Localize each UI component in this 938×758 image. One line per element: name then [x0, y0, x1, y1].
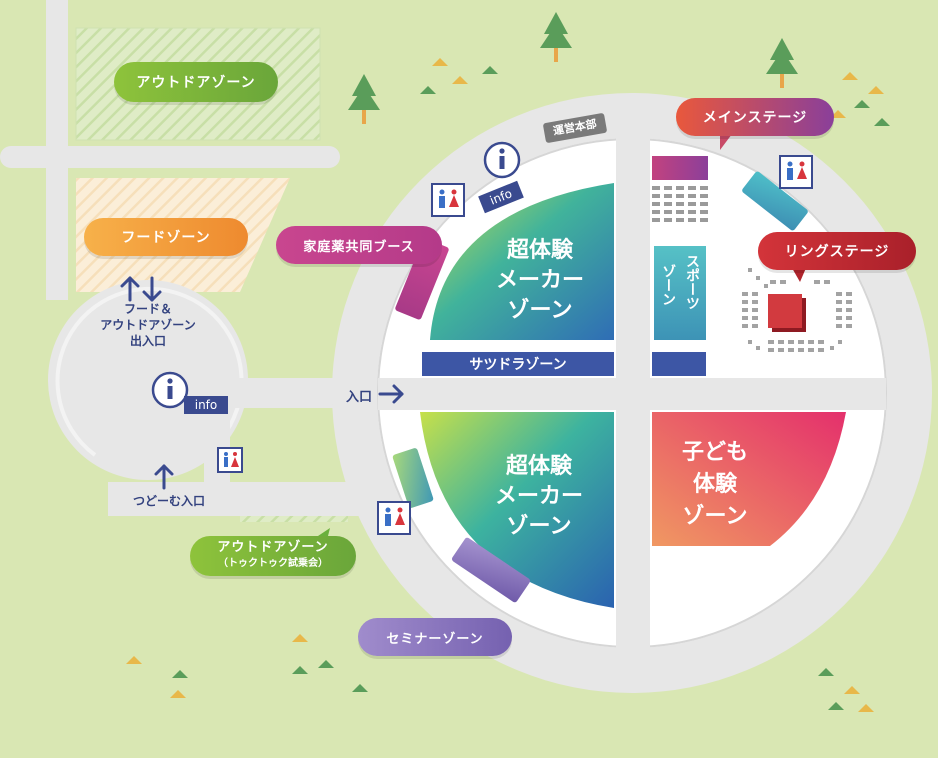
sports-zone-shape [654, 246, 706, 340]
plaza-arc [55, 286, 244, 457]
arrow-up-icon [154, 464, 174, 490]
outdoor-zone-label[interactable]: アウトドアゾーン [114, 62, 278, 102]
food-zone-label[interactable]: フードゾーン [84, 218, 248, 256]
kids-zone-line1[interactable]: 子ども [681, 440, 748, 465]
toilet-icon [217, 447, 243, 473]
toilet-icon [431, 183, 465, 217]
maker-zone-bottom-line1[interactable]: 超体験 [505, 454, 572, 479]
info-tag-left [184, 396, 228, 414]
tree-icon [540, 12, 572, 62]
tsudomu-entrance-label[interactable]: つどーむ入口 [132, 494, 205, 508]
info-tag-left-text[interactable]: info [194, 398, 218, 412]
satsudora-zone-label[interactable]: サツドラゾーン [469, 357, 567, 373]
sports-zone-bar [652, 352, 706, 376]
food-outdoor-exit-line1: フード＆ [123, 302, 172, 316]
seminar-booth-strip [452, 537, 530, 603]
outdoor-test-ride-label[interactable]: アウトドアゾーン （トゥクトゥク試乗会） [190, 536, 356, 576]
seminar-zone-label[interactable]: セミナーゾーン [358, 618, 512, 656]
road-horizontal-top [0, 146, 340, 168]
tree-icon [348, 74, 380, 124]
maker-zone-top-line2[interactable]: メーカー [495, 268, 584, 293]
entrance-label[interactable]: 入口 [346, 390, 373, 405]
info-icon [151, 371, 189, 409]
management-hq-tag [543, 113, 607, 143]
outdoor-test-sub: （トゥクトゥク試乗会） [218, 558, 328, 569]
info-icon [483, 141, 521, 179]
teal-booth-strip-top [742, 171, 808, 231]
kids-zone-line3[interactable]: ゾーン [682, 504, 748, 529]
food-outdoor-exit-line3: 出入口 [129, 334, 166, 348]
dome-aisle-horizontal [378, 378, 886, 410]
maker-zone-top-line1[interactable]: 超体験 [506, 238, 573, 263]
outdoor-test-title: アウトドアゾーン [217, 540, 329, 555]
toilet-icon [779, 155, 813, 189]
road-south-horizontal [108, 482, 368, 516]
kids-zone-shape [652, 412, 846, 546]
ring-stage-seating [742, 268, 852, 352]
satsudora-zone-shape [422, 352, 614, 376]
maker-zone-top-line3[interactable]: ゾーン [507, 298, 573, 323]
sports-zone-col1[interactable]: スポーツ [684, 254, 700, 310]
sports-zone-col2[interactable]: ゾーン [660, 264, 676, 306]
maker-zone-bottom-line2[interactable]: メーカー [494, 484, 583, 509]
kids-zone-line2[interactable]: 体験 [692, 472, 737, 497]
ring-stage-pointer [792, 268, 806, 282]
main-stage-bar [652, 156, 708, 180]
grass-tuft-icon [126, 58, 890, 712]
pharmacy-booth-label[interactable]: 家庭薬共同ブース [276, 226, 442, 264]
info-tag-dome [478, 180, 524, 214]
main-stage-pointer [720, 134, 732, 150]
food-outdoor-exit-line2: アウトドアゾーン [100, 318, 196, 332]
maker-zone-bottom-shape [420, 412, 614, 608]
maker-zone-top-shape [430, 183, 614, 340]
arrow-down-icon [142, 276, 162, 302]
tree-icon [766, 38, 798, 88]
main-stage-seating [652, 186, 708, 222]
small-booth-strip-left [392, 448, 434, 508]
maker-zone-bottom-line3[interactable]: ゾーン [506, 514, 572, 539]
ring-stage-label[interactable]: リングステージ [758, 232, 916, 270]
plaza-circle [48, 280, 248, 480]
ring-stage-square [768, 294, 802, 328]
toilet-icon [377, 501, 411, 535]
arrow-up-icon [120, 276, 140, 302]
arrow-right-icon [378, 384, 404, 404]
main-stage-label[interactable]: メインステージ [676, 98, 834, 136]
